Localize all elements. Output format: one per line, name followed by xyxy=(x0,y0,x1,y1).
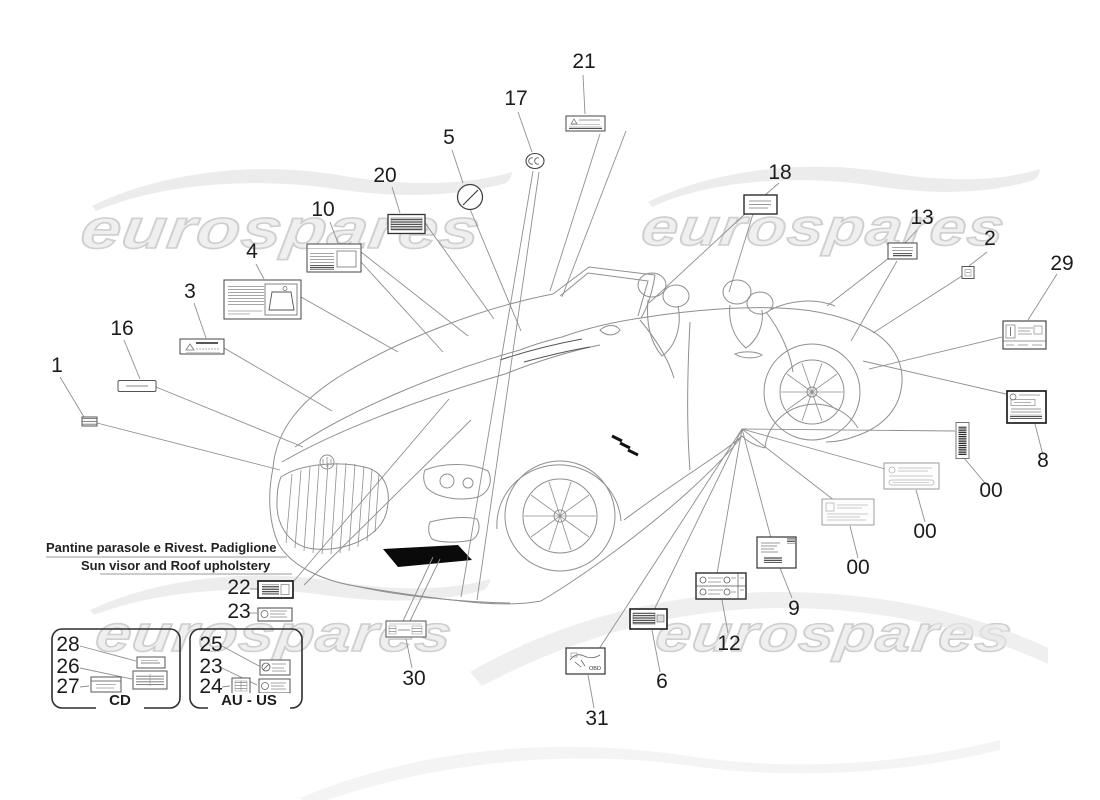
sticker-25 xyxy=(259,659,291,676)
sticker-1 xyxy=(81,416,98,427)
sticker-4 xyxy=(223,279,302,320)
sticker-00-upper xyxy=(883,462,940,490)
sticker-28 xyxy=(136,656,166,669)
callout-8[interactable]: 8 xyxy=(1037,449,1049,472)
leader-lines xyxy=(46,74,1058,709)
callout-17[interactable]: 17 xyxy=(504,87,528,110)
callout-25[interactable]: 25 xyxy=(199,633,223,656)
callout-30[interactable]: 30 xyxy=(402,667,426,690)
stickers: OBD xyxy=(81,115,1047,695)
callout-12[interactable]: 12 xyxy=(717,632,741,655)
callout-20[interactable]: 20 xyxy=(373,164,397,187)
callout-3[interactable]: 3 xyxy=(184,280,196,303)
callout-16[interactable]: 16 xyxy=(110,317,134,340)
sticker-21 xyxy=(565,115,606,132)
sticker-22 xyxy=(257,580,294,599)
sticker-8 xyxy=(1006,390,1047,424)
callout-1[interactable]: 1 xyxy=(51,354,63,377)
callout-5[interactable]: 5 xyxy=(443,126,455,149)
callout-29[interactable]: 29 xyxy=(1050,252,1074,275)
note-italian: Pantine parasole e Rivest. Padiglione xyxy=(46,540,277,555)
callout-22[interactable]: 22 xyxy=(227,576,251,599)
sticker-10 xyxy=(306,243,362,273)
callout-13[interactable]: 13 xyxy=(910,206,934,229)
sticker-20 xyxy=(387,213,426,235)
sticker-29 xyxy=(1002,320,1047,350)
callout-00-barcode[interactable]: 00 xyxy=(979,479,1003,502)
callout-31[interactable]: 31 xyxy=(585,707,609,730)
sticker-18 xyxy=(743,194,778,215)
sticker-23 xyxy=(257,607,293,622)
sticker-00-lower xyxy=(821,498,875,526)
callout-6[interactable]: 6 xyxy=(656,670,668,693)
sticker-00-barcode xyxy=(955,422,970,459)
callout-23-auus[interactable]: 23 xyxy=(199,655,223,678)
callout-28[interactable]: 28 xyxy=(56,633,80,656)
sticker-27 xyxy=(90,676,122,693)
sticker-26 xyxy=(132,670,168,690)
sticker-24 xyxy=(231,677,251,695)
callout-9[interactable]: 9 xyxy=(788,597,800,620)
sticker-23-auus xyxy=(258,678,291,694)
sticker-16 xyxy=(117,380,157,392)
group-label-cd: CD xyxy=(96,692,144,710)
sticker-9 xyxy=(756,536,797,569)
callout-23[interactable]: 23 xyxy=(227,600,251,623)
sticker-30 xyxy=(385,620,427,638)
callout-27[interactable]: 27 xyxy=(56,675,80,698)
callout-00-lower[interactable]: 00 xyxy=(846,556,870,579)
sticker-31: OBD xyxy=(565,647,606,675)
sticker-13 xyxy=(887,242,918,260)
sticker-6 xyxy=(629,608,668,630)
callout-00-upper[interactable]: 00 xyxy=(913,520,937,543)
callout-18[interactable]: 18 xyxy=(768,161,792,184)
sticker-12 xyxy=(695,572,747,600)
sticker-31-obd-text: OBD xyxy=(589,666,601,672)
sticker-5-symbol xyxy=(456,183,484,211)
sticker-3 xyxy=(179,338,225,355)
callout-24[interactable]: 24 xyxy=(199,675,223,698)
callout-2[interactable]: 2 xyxy=(984,227,996,250)
note-english: Sun visor and Roof upholstery xyxy=(81,558,271,573)
group-label-au-us: AU - US xyxy=(208,692,290,710)
sticker-2-symbol xyxy=(961,266,975,279)
callout-10[interactable]: 10 xyxy=(311,198,335,221)
callout-26[interactable]: 26 xyxy=(56,655,80,678)
callout-4[interactable]: 4 xyxy=(246,240,258,263)
callout-21[interactable]: 21 xyxy=(572,50,596,73)
car-line-art xyxy=(269,266,903,605)
swoosh-shapes xyxy=(90,166,1048,800)
sticker-17-symbol xyxy=(525,152,545,170)
